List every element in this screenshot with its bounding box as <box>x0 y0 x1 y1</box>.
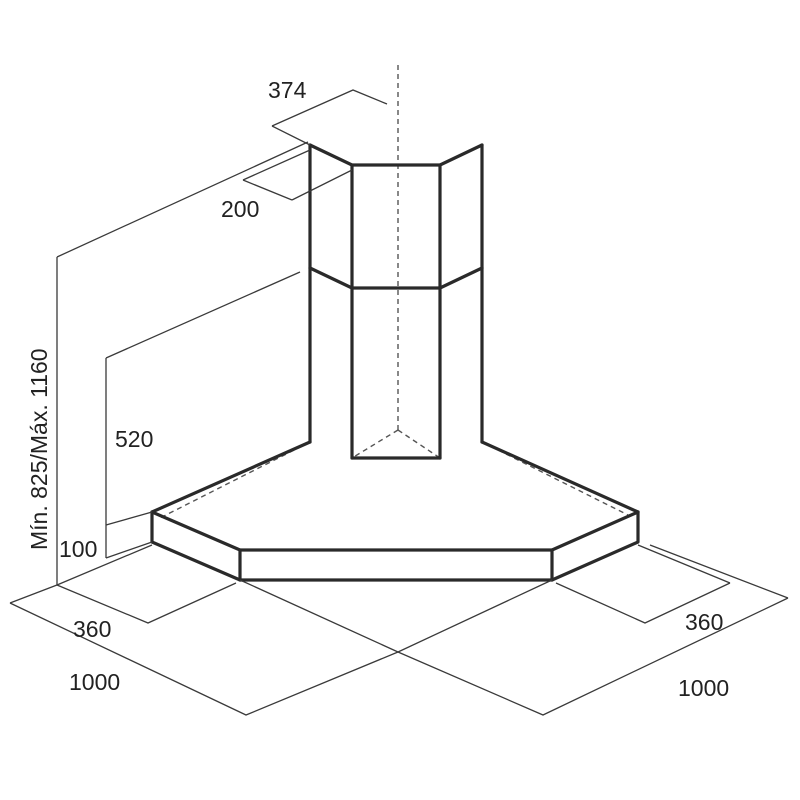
dim-label-1000-left: 1000 <box>69 669 120 695</box>
canopy-front-bottom <box>150 510 640 582</box>
dim-360-left-line <box>56 582 237 624</box>
dim-374-line <box>271 89 388 127</box>
canopy-top-right <box>480 440 640 514</box>
dim-360-right-ext <box>637 544 731 584</box>
dim-200-ext-a <box>242 149 311 181</box>
dim-520-ext-bottom <box>105 511 153 526</box>
dim-1000-right-line <box>397 597 789 716</box>
dim-360-right-line <box>555 582 731 624</box>
dim-label-520: 520 <box>115 426 153 452</box>
dim-200-ext-b <box>291 169 353 201</box>
hidden-edge-left <box>351 429 399 459</box>
hidden-lines <box>159 65 629 519</box>
chimney-top-edge <box>308 143 484 167</box>
dim-1000-left-ext <box>9 584 58 604</box>
dim-100-ext-bottom <box>105 541 153 559</box>
dimension-lines <box>9 89 789 716</box>
dim-label-100: 100 <box>59 536 97 562</box>
floor-line-right <box>397 579 553 653</box>
floor-line-left <box>239 579 399 653</box>
dim-1000-right-ext <box>649 544 789 599</box>
dim-height-ext-top <box>56 141 309 258</box>
dim-label-360-right: 360 <box>685 609 723 635</box>
dim-520-ext-top <box>105 271 301 359</box>
dim-374-ext-left <box>271 125 311 146</box>
dim-360-left-ext <box>56 544 153 586</box>
hidden-edge-right <box>397 429 441 459</box>
dim-label-374: 374 <box>268 77 307 103</box>
dim-1000-left-line <box>9 602 399 716</box>
dimension-labels: 374 200 520 100 360 1000 360 1000 Mín. 8… <box>26 77 729 701</box>
hood-body <box>150 143 640 582</box>
dim-label-360-left: 360 <box>73 616 111 642</box>
dim-label-height-range: Mín. 825/Máx. 1160 <box>26 348 52 550</box>
dim-label-200: 200 <box>221 196 259 222</box>
dim-200-line <box>242 179 293 201</box>
canopy-top-left <box>150 440 312 514</box>
canopy-front-top <box>150 510 640 552</box>
chimney-joint-line <box>308 266 484 290</box>
dim-label-1000-right: 1000 <box>678 675 729 701</box>
